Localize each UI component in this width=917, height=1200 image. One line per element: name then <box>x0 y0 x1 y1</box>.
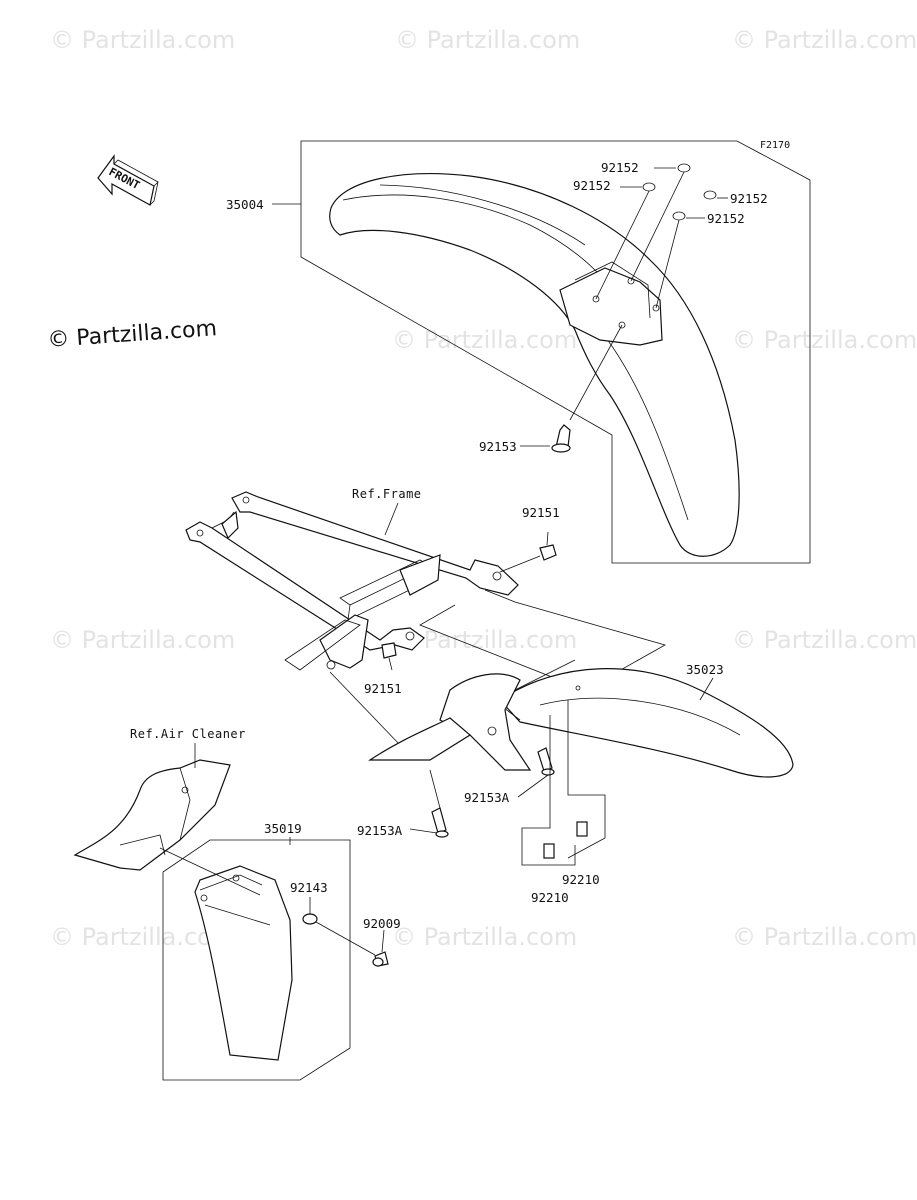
label-92152-c: 92152 <box>730 191 768 206</box>
nut-icon <box>543 843 555 859</box>
watermark-text: © Partzilla.com <box>732 626 917 654</box>
label-92151-lower: 92151 <box>364 681 402 696</box>
washer-icon <box>677 163 691 173</box>
fender-nuts <box>521 700 606 866</box>
watermark-text: © Partzilla.com <box>732 26 917 54</box>
rear-fender-outline <box>419 589 667 691</box>
label-92143: 92143 <box>290 880 328 895</box>
front-arrow-icon: FRONT <box>97 154 159 206</box>
label-35019: 35019 <box>264 821 302 836</box>
washer-icon <box>302 913 318 925</box>
watermark-text: © Partzilla.com <box>50 26 235 54</box>
flap-group-box <box>162 839 351 1081</box>
partzilla-copyright: © Partzilla.com <box>47 316 218 353</box>
bolt-icon <box>431 807 447 834</box>
ref-frame-label: Ref.Frame <box>352 487 422 501</box>
label-92152-a: 92152 <box>601 160 639 175</box>
front-fender-hardware <box>520 163 728 453</box>
sheet-code: F2170 <box>760 140 790 151</box>
label-92153A-left: 92153A <box>357 823 403 838</box>
ref-air-cleaner-label: Ref.Air Cleaner <box>130 727 246 741</box>
rear-fender-bolts <box>409 747 555 838</box>
rear-fender <box>368 659 794 778</box>
label-92152-d: 92152 <box>707 211 745 226</box>
subframe <box>185 491 519 671</box>
washer-icon <box>703 190 717 200</box>
frame-bolts <box>381 531 557 671</box>
label-92009: 92009 <box>363 916 401 931</box>
bolt-icon <box>381 642 397 659</box>
flap <box>194 865 293 1061</box>
watermark-text: © Partzilla.com <box>392 923 577 951</box>
label-35023: 35023 <box>686 662 724 677</box>
watermark-text: © Partzilla.com <box>50 626 235 654</box>
label-35004: 35004 <box>226 197 264 212</box>
watermark-text: © Partzilla.com <box>732 326 917 354</box>
watermark-text: © Partzilla.com <box>392 326 577 354</box>
label-92153A-right: 92153A <box>464 790 510 805</box>
label-92153: 92153 <box>479 439 517 454</box>
label-92152-b: 92152 <box>573 178 611 193</box>
air-cleaner-ref <box>73 759 231 871</box>
label-92210-right: 92210 <box>562 872 600 887</box>
bolt-icon <box>539 544 557 561</box>
label-92210-left: 92210 <box>531 890 569 905</box>
watermark-text: © Partzilla.com <box>395 26 580 54</box>
watermarks: © Partzilla.com © Partzilla.com © Partzi… <box>50 26 917 951</box>
watermark-text: © Partzilla.com <box>732 923 917 951</box>
bolt-icon <box>537 747 553 772</box>
watermark-text: © Partzilla.com <box>392 626 577 654</box>
washer-icon <box>642 182 656 192</box>
flap-hardware <box>302 897 389 967</box>
nut-icon <box>576 821 588 837</box>
label-92151-upper: 92151 <box>522 505 560 520</box>
front-fender-group-box <box>300 140 811 564</box>
washer-icon <box>672 211 686 221</box>
